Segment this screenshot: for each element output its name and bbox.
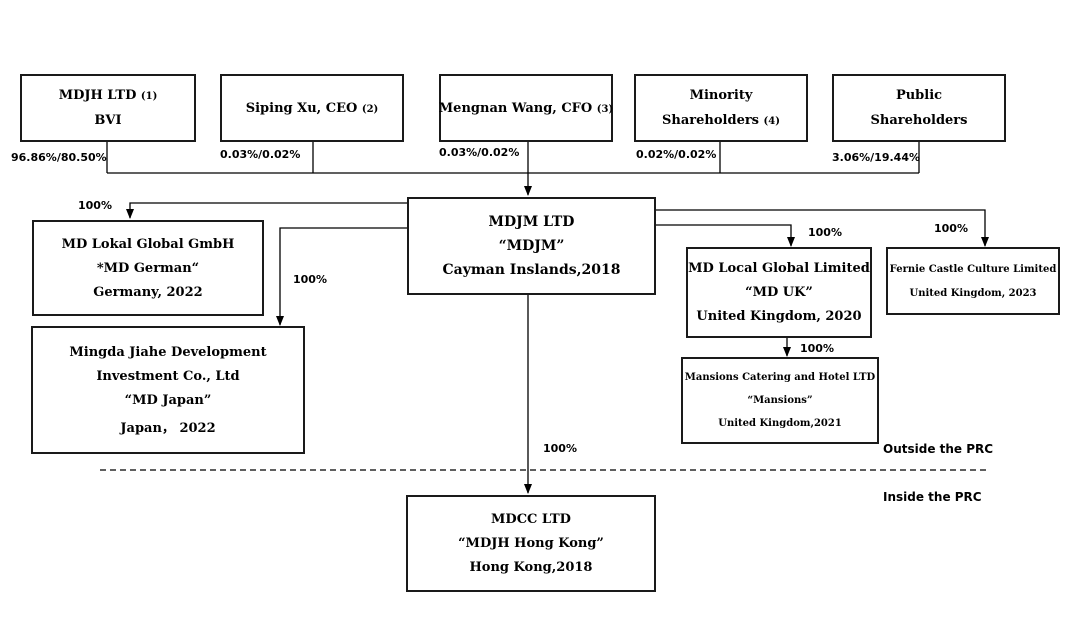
footnote-marker: (3) bbox=[596, 103, 614, 115]
box-label: Fernie Castle Culture Limited bbox=[889, 263, 1057, 275]
box-label: Siping Xu, CEO bbox=[245, 100, 358, 116]
shareholder-minority: Minority Shareholders (4) bbox=[634, 74, 808, 142]
ownership-pct: 96.86%/80.50% bbox=[11, 151, 107, 164]
shareholder-siping-xu: Siping Xu, CEO (2) bbox=[220, 74, 404, 142]
ownership-pct: 100% bbox=[808, 226, 842, 239]
shareholder-public: Public Shareholders bbox=[832, 74, 1006, 142]
subsidiary-mdcc: MDCC LTD “MDJH Hong Kong” Hong Kong,2018 bbox=[406, 495, 656, 592]
box-label: Mingda Jiahe Development bbox=[69, 344, 267, 360]
box-label: “MDJH Hong Kong” bbox=[458, 536, 604, 551]
inside-prc-label: Inside the PRC bbox=[883, 490, 982, 504]
box-label: Hong Kong,2018 bbox=[469, 560, 593, 575]
shareholder-mdjh-ltd: MDJH LTD (1) BVI bbox=[20, 74, 196, 142]
ownership-pct: 100% bbox=[800, 342, 834, 355]
box-label: Mengnan Wang, CFO bbox=[438, 100, 593, 116]
box-label: Investment Co., Ltd bbox=[96, 368, 240, 384]
box-label: “MD UK” bbox=[745, 285, 813, 300]
box-label: United Kingdom, 2023 bbox=[909, 287, 1037, 299]
box-label: Mansions Catering and Hotel LTD bbox=[684, 372, 876, 383]
arrow-to-fernie bbox=[655, 209, 989, 247]
box-label: MDJH LTD bbox=[58, 88, 137, 103]
box-label: United Kingdom,2021 bbox=[718, 418, 842, 429]
arrow-to-md-german bbox=[126, 202, 408, 219]
box-label: Japan， 2022 bbox=[120, 420, 216, 436]
ownership-pct: 100% bbox=[934, 222, 968, 235]
box-label: “Mansions” bbox=[747, 395, 813, 406]
outside-prc-label: Outside the PRC bbox=[883, 442, 994, 456]
box-label: Germany, 2022 bbox=[93, 284, 203, 300]
box-label: Cayman Inslands,2018 bbox=[442, 262, 621, 278]
box-label: Public bbox=[895, 88, 943, 103]
ownership-pct: 0.03%/0.02% bbox=[439, 146, 520, 159]
footnote-marker: (1) bbox=[140, 91, 158, 102]
box-label: MDJM LTD bbox=[488, 214, 575, 230]
subsidiary-mansions: Mansions Catering and Hotel LTD “Mansion… bbox=[681, 357, 879, 444]
box-label: “MDJM” bbox=[498, 238, 565, 254]
box-label: MD Local Global Limited bbox=[688, 261, 870, 276]
box-label: Shareholders bbox=[662, 113, 760, 128]
box-label: United Kingdom, 2020 bbox=[696, 309, 862, 324]
box-label: “MD Japan” bbox=[124, 392, 212, 408]
ownership-pct: 100% bbox=[78, 199, 112, 212]
box-label: BVI bbox=[94, 113, 122, 128]
box-label: MD Lokal Global GmbH bbox=[61, 236, 235, 252]
arrow-to-md-japan bbox=[276, 227, 408, 326]
box-label: *MD German“ bbox=[96, 260, 200, 276]
ownership-pct: 3.06%/19.44% bbox=[832, 151, 920, 164]
box-label: MDCC LTD bbox=[491, 512, 571, 527]
arrow-to-md-uk bbox=[655, 224, 795, 247]
subsidiary-md-japan: Mingda Jiahe Development Investment Co.,… bbox=[31, 326, 305, 454]
footnote-marker: (4) bbox=[763, 116, 780, 127]
subsidiary-md-uk: MD Local Global Limited “MD UK” United K… bbox=[686, 247, 872, 338]
ownership-pct: 0.03%/0.02% bbox=[220, 148, 301, 161]
shareholder-mengnan-wang: Mengnan Wang, CFO (3) bbox=[439, 74, 613, 142]
ownership-pct: 100% bbox=[543, 442, 577, 455]
ownership-pct: 100% bbox=[293, 273, 327, 286]
subsidiary-md-german: MD Lokal Global GmbH *MD German“ Germany… bbox=[32, 220, 264, 316]
box-label: Minority bbox=[689, 88, 753, 103]
box-label: Shareholders bbox=[870, 113, 968, 128]
holding-mdjm-ltd: MDJM LTD “MDJM” Cayman Inslands,2018 bbox=[407, 197, 656, 295]
footnote-marker: (2) bbox=[361, 103, 379, 115]
subsidiary-fernie-castle: Fernie Castle Culture Limited United Kin… bbox=[886, 247, 1060, 315]
ownership-pct: 0.02%/0.02% bbox=[636, 148, 717, 161]
